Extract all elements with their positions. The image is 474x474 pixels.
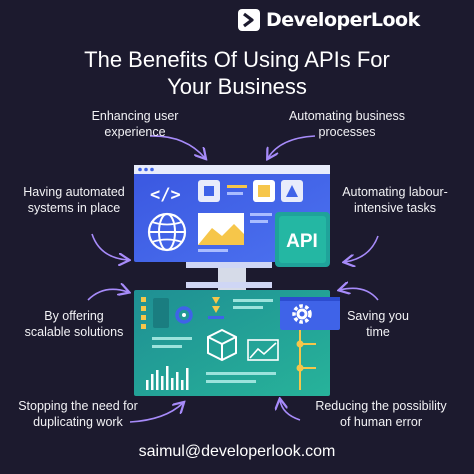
benefit-scalable-solutions: By offering scalable solutions <box>24 309 124 339</box>
globe-icon <box>147 212 187 252</box>
benefit-stopping-duplication: Stopping the need for duplicating work <box>18 399 138 429</box>
browser-window: </> <box>134 165 330 262</box>
benefit-reducing-errors: Reducing the possibility of human error <box>315 399 447 429</box>
cube-icon <box>207 328 237 362</box>
page-title: The Benefits Of Using APIs For Your Busi… <box>0 46 474 100</box>
arrow-top-left <box>149 135 205 158</box>
contact-email: saimul@developerlook.com <box>138 443 336 460</box>
arrow-mid-left <box>91 233 128 260</box>
arrow-lower-left <box>87 289 128 301</box>
logo-chevron-icon <box>238 9 260 31</box>
benefit-automating-processes: Automating business processes <box>288 109 406 139</box>
benefit-enhancing-ux: Enhancing user experience <box>91 109 179 139</box>
api-label: API <box>286 231 318 252</box>
timeline-graphic <box>296 330 316 390</box>
bar-graphic <box>146 366 189 390</box>
arrow-bottom-left <box>129 403 183 423</box>
benefit-saving-time: Saving you time <box>347 309 409 339</box>
arrow-bottom-right <box>280 400 301 421</box>
api-badge: API <box>275 212 330 267</box>
brand-name: DeveloperLook <box>266 9 420 31</box>
title-line-2: Your Business <box>167 74 307 99</box>
code-icon: </> <box>150 185 181 205</box>
title-line-1: The Benefits Of Using APIs For <box>84 47 390 72</box>
arrow-lower-right <box>340 288 379 301</box>
arrow-mid-right <box>345 235 379 262</box>
brand-logo: DeveloperLook <box>238 8 420 32</box>
gear-icon <box>292 304 312 324</box>
arrow-top-right <box>268 135 316 158</box>
settings-panel <box>280 297 340 330</box>
benefit-automated-systems: Having automated systems in place <box>23 185 125 215</box>
benefit-automating-labour: Automating labour- intensive tasks <box>342 185 448 215</box>
